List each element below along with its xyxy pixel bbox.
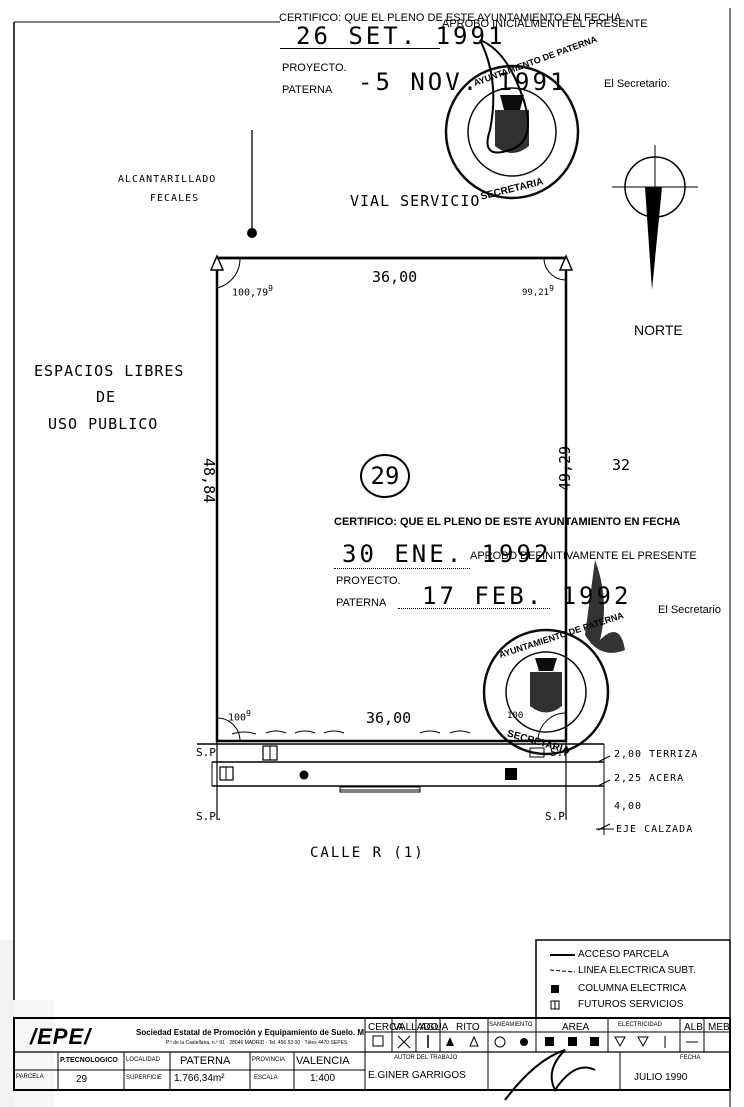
company-name: Sociedad Estatal de Promoción y Equipami… [136,1028,364,1037]
signature-top [479,39,529,154]
north-arrow-needle [645,187,662,290]
neighbor-plot-number: 32 [612,456,631,474]
provincia-value: VALENCIA [296,1055,350,1067]
th-rito: RITO [456,1022,480,1033]
sp-left-top: S.P [196,746,216,759]
angle-bl-sup: 9 [246,709,251,718]
parcela-value: 29 [76,1074,88,1085]
stamp-mid-line2: APROBO DEFINITIVAMENTE EL PRESENTE [470,550,697,562]
escala-label: ESCALA [254,1075,278,1081]
corner-marker-tr [558,254,574,271]
plot-number: 29 [360,454,410,498]
legend-futuros-servicios: FUTUROS SERVICIOS [578,999,684,1010]
angle-bl: 100 [228,712,247,724]
provincia-label: PROVINCIA [252,1057,286,1063]
label-uso-publico: USO PUBLICO [48,415,159,433]
autor-value: E.GINER GARRIGOS [368,1070,466,1081]
angle-tr: 99,21 [522,288,550,298]
superficie-label: SUPERFICIE [126,1075,163,1081]
scan-noise [0,940,14,1107]
legend-box [535,939,731,1019]
legend-acceso-parcela: ACCESO PARCELA [578,949,669,960]
label-vial-servicio: VIAL SERVICIO [350,192,481,210]
label-alcantarillado: ALCANTARILLADO [118,174,217,185]
stamp-top-line2: APROBO INICIALMENTE EL PRESENTE [442,18,648,30]
sp-right-top: S.P [550,746,570,759]
stamp-mid-date1: 30 ENE. 1992 [342,540,552,568]
th-electricidad: ELECTRICIDAD [618,1022,663,1028]
stamp-top-secretario: El Secretario. [604,78,671,90]
stamp-mid-line1: CERTIFICO: QUE EL PLENO DE ESTE AYUNTAMI… [334,516,681,528]
street-name: CALLE R (1) [310,845,425,861]
th-agua: AGUA [420,1022,449,1033]
sp-left-bottom: S.P. [196,810,223,823]
th-saneamiento: SANEAMIENTO [489,1022,533,1028]
parcela-label: PARCELA [16,1074,44,1080]
angle-tl-sup: 9 [268,284,273,293]
th-meb: MEB [708,1022,730,1033]
title-block-frame [13,1017,731,1091]
escala-value: 1:400 [310,1073,336,1084]
dim-bottom: 36,00 [366,709,412,727]
seal-top [444,64,580,200]
stamp-top-date2: -5 NOV. 1991 [358,68,568,96]
signature-bottom [504,1049,596,1101]
electric-column-dot [299,770,309,780]
label-espacios-libres: ESPACIOS LIBRES [34,362,185,380]
company-address: P.º de la Castellana, n.º 91 · 28046 MAD… [166,1040,348,1046]
seal-mid [482,628,610,756]
label-fecales: FECALES [150,193,200,204]
angle-arc-br [537,712,567,742]
angle-br: 100 [507,711,524,721]
stamp-top-paterna: PATERNA [282,84,333,96]
stamp-top-date1: 26 SET. 1991 [296,22,506,50]
localidad-value: PATERNA [180,1055,231,1067]
parque-label: P.TECNOLOGICO [60,1057,118,1064]
sp-right-bottom: S.P [545,810,565,823]
th-vallado: VALLADO [393,1022,439,1033]
sewer-point [247,228,257,238]
stamp-mid-paterna: PATERNA [336,597,387,609]
fecha-value: JULIO 1990 [634,1072,688,1083]
stamp-mid-secretario: El Secretario [658,604,721,616]
electric-line-subt [231,730,471,735]
label-de: DE [96,388,117,406]
signature-mid [585,560,625,653]
th-alb: ALB [684,1022,703,1033]
section-terriza: 2,00 TERRIZA [614,749,699,760]
stamp-mid-date2: 17 FEB. 1992 [422,582,632,610]
angle-tl: 100,79 [232,287,269,299]
section-calzada-width: 4,00 [614,801,643,812]
superficie-value: 1.766,34m² [174,1073,225,1084]
corner-marker-tl [209,254,225,271]
dim-right: 49,29 [556,445,574,491]
angle-arc-tr [543,257,567,281]
dim-top: 36,00 [372,268,418,286]
angle-arc-bl [216,717,241,742]
stamp-top-line1: CERTIFICO: QUE EL PLENO DE ESTE AYUNTAMI… [279,12,622,24]
localidad-label: LOCALIDAD [126,1057,161,1063]
fecha-label: FECHA [680,1055,701,1061]
label-norte: NORTE [634,322,683,338]
section-eje-calzada: EJE CALZADA [616,824,694,835]
legend-linea-electrica: LINEA ELECTRICA SUBT. [578,965,696,976]
legend-columna-electrica: COLUMNA ELECTRICA [578,983,687,994]
dim-left: 48,84 [200,458,218,504]
angle-tr-sup: 9 [549,284,554,293]
stamp-top-proyecto: PROYECTO. [282,62,347,74]
stamp-mid-proyecto: PROYECTO. [336,575,401,587]
electric-column-square [505,768,517,780]
section-acera: 2,25 ACERA [614,773,685,784]
angle-arc-tl [216,257,241,289]
th-cerca: CERCA [368,1022,404,1033]
th-area: AREA [562,1022,590,1033]
autor-label: AUTOR DEL TRABAJO [394,1055,458,1061]
sepes-logo: /EPE/ [30,1024,92,1049]
